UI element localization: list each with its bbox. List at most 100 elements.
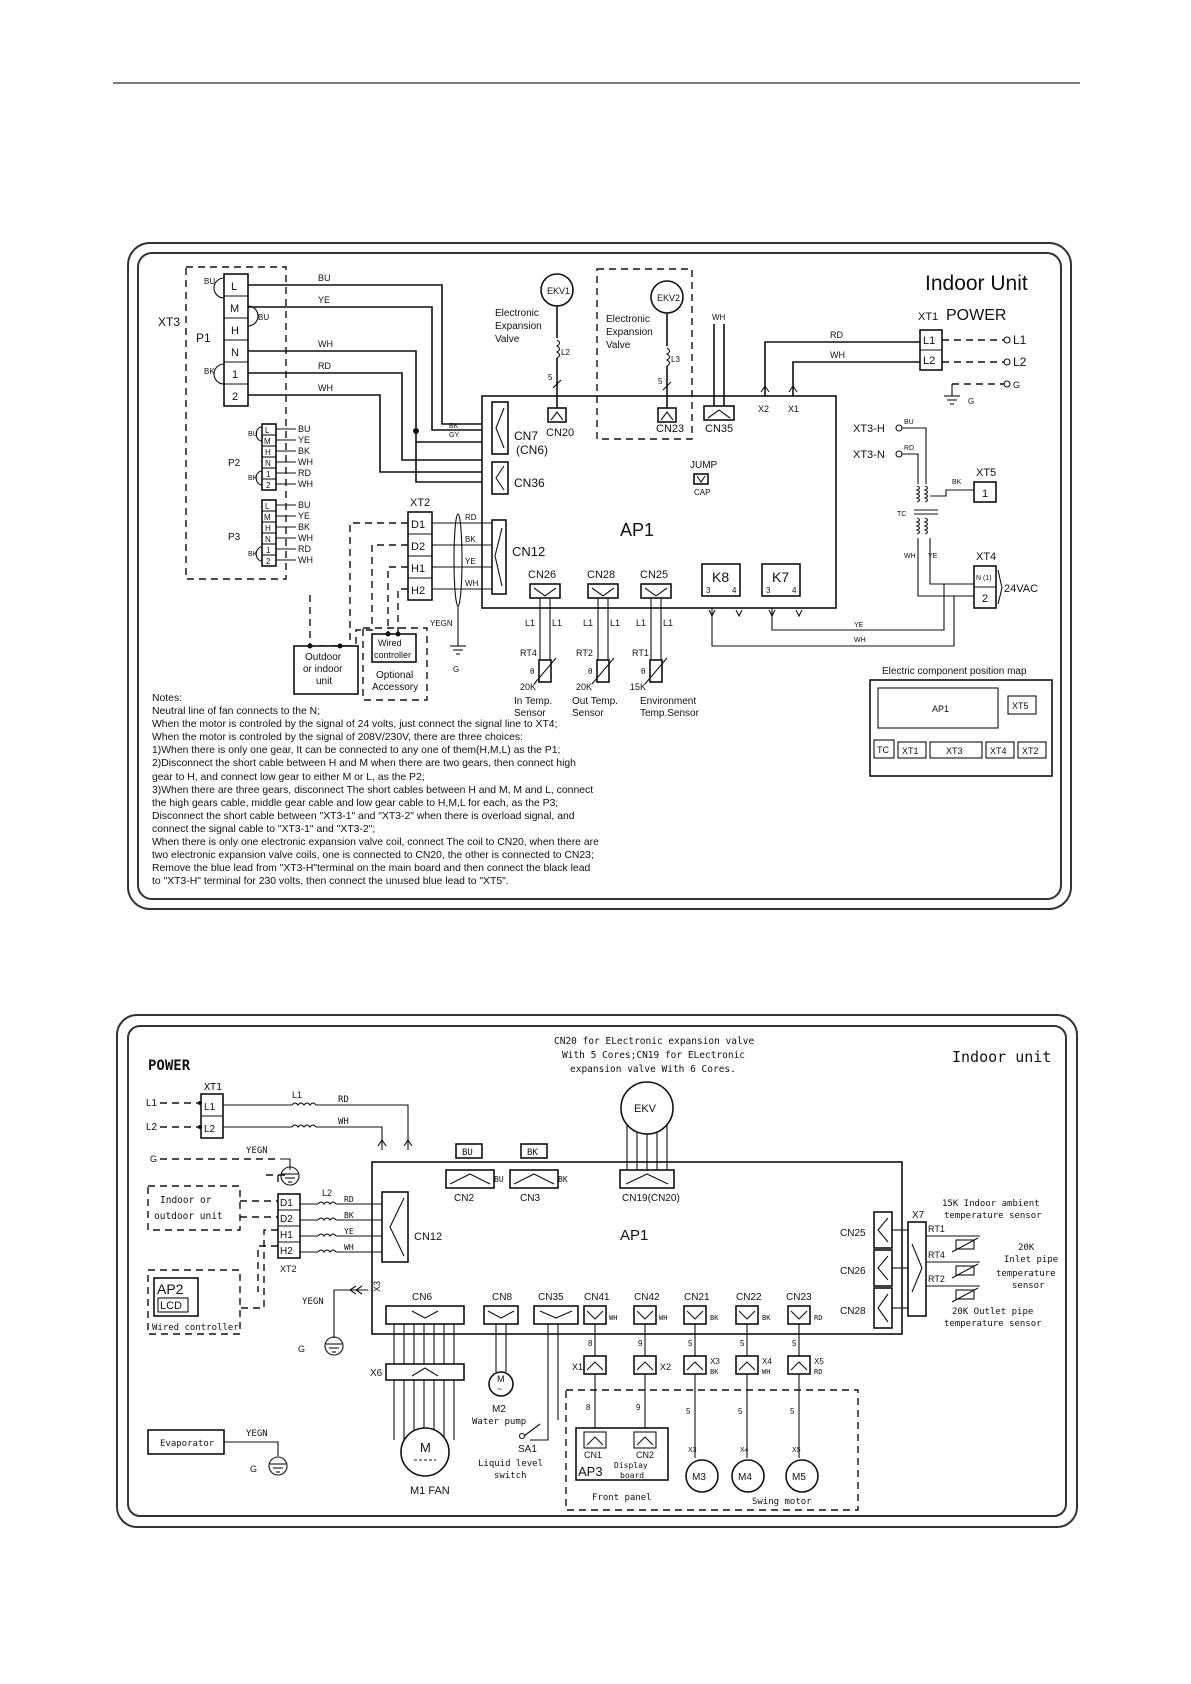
relay-output-wires: YE WH [708, 583, 974, 647]
svg-text:K8: K8 [712, 569, 729, 585]
svg-text:X3: X3 [710, 1357, 720, 1366]
svg-text:X1: X1 [572, 1362, 583, 1372]
xt3-label: XT3 [158, 315, 180, 329]
svg-text:L2: L2 [561, 348, 570, 357]
svg-text:X3: X3 [688, 1447, 697, 1454]
svg-text:CN26: CN26 [528, 569, 556, 581]
cn28-sensor: CN28 L1 L1 RT2 θ 20K Out Temp. Sensor [572, 569, 620, 719]
svg-text:L1: L1 [610, 618, 620, 628]
svg-text:YEGN: YEGN [246, 1429, 268, 1439]
svg-text:CN35: CN35 [538, 1292, 564, 1303]
top-notes: Notes: Neutral line of fan connects to t… [152, 692, 672, 888]
svg-text:L1: L1 [1013, 333, 1027, 347]
svg-text:X7: X7 [912, 1210, 925, 1221]
svg-text:CN28: CN28 [840, 1306, 866, 1317]
svg-text:YE: YE [298, 435, 310, 445]
bottom-diagram: Indoor unit POWER CN20 for ELectronic ex… [116, 1014, 1078, 1528]
svg-text:XT1: XT1 [918, 311, 938, 323]
svg-text:outdoor unit: outdoor unit [154, 1211, 223, 1222]
svg-text:L2: L2 [1013, 355, 1027, 369]
svg-text:8: 8 [588, 1339, 593, 1348]
svg-text:BU: BU [462, 1148, 473, 1158]
top-diagram: Indoor Unit POWER XT3 P1 L M H N 1 2 BU … [127, 242, 1072, 910]
svg-text:XT2: XT2 [410, 497, 430, 509]
svg-text:N: N [231, 347, 239, 359]
svg-text:M2: M2 [492, 1404, 506, 1415]
svg-text:YE: YE [298, 511, 310, 521]
svg-text:Expansion: Expansion [606, 327, 653, 338]
svg-text:Wired: Wired [378, 638, 402, 648]
svg-text:YE: YE [854, 622, 864, 629]
note-line: 1)When there is only one gear, It can be… [152, 745, 561, 757]
svg-text:XT2: XT2 [1022, 746, 1039, 756]
svg-text:YE: YE [344, 1227, 354, 1236]
svg-text:YEGN: YEGN [302, 1297, 324, 1307]
svg-text:XT1: XT1 [902, 746, 919, 756]
svg-text:L3: L3 [671, 355, 680, 364]
svg-text:WH: WH [712, 313, 726, 322]
svg-text:D1: D1 [411, 519, 425, 531]
xt5-terminal: XT5 1 [973, 467, 997, 503]
svg-text:H2: H2 [280, 1246, 293, 1257]
svg-text:N: N [265, 535, 271, 544]
svg-text:5: 5 [548, 373, 553, 382]
svg-text:M: M [264, 513, 271, 522]
svg-text:temperature sensor: temperature sensor [944, 1319, 1042, 1329]
cn35-connector: WH CN35 [703, 313, 735, 435]
svg-text:K7: K7 [772, 569, 789, 585]
bottom-cn8-pump: CN8 M ~ M2 Water pump [472, 1292, 526, 1427]
svg-text:BU: BU [258, 313, 269, 322]
k8-relay: K8 3 4 [701, 563, 741, 597]
svg-text:L2: L2 [146, 1122, 158, 1133]
note-line: Remove the blue lead from "XT3-H"termina… [152, 863, 591, 875]
svg-text:G: G [1013, 380, 1020, 390]
svg-text:9: 9 [636, 1403, 641, 1412]
svg-text:M: M [264, 437, 271, 446]
svg-text:CN36: CN36 [514, 476, 545, 490]
svg-text:CN41: CN41 [584, 1292, 610, 1303]
wired-controller-box: Wired controller Optional Accessory [362, 627, 428, 701]
svg-text:AP2: AP2 [157, 1281, 184, 1297]
p2-label: P2 [228, 458, 241, 469]
svg-text:BK: BK [344, 1211, 354, 1220]
cn7-connector: CN7 (CN6) [491, 401, 548, 457]
svg-text:X4: X4 [762, 1357, 772, 1366]
svg-text:D2: D2 [280, 1214, 293, 1225]
transformer-tc: XT3-H XT3-N BU RD TC BK WH YE [853, 419, 974, 597]
svg-text:H1: H1 [411, 563, 425, 575]
svg-text:L1: L1 [292, 1090, 302, 1100]
svg-text:15K: 15K [630, 682, 646, 692]
outdoor-indoor-unit-box: Outdoor or indoor unit [293, 643, 359, 695]
svg-text:X4: X4 [740, 1447, 749, 1454]
svg-text:8: 8 [586, 1403, 591, 1412]
svg-text:YEGN: YEGN [430, 619, 453, 628]
svg-text:Swing motor: Swing motor [752, 1497, 812, 1507]
note-line: When the motor is controled by the signa… [152, 719, 558, 731]
note-line: 2)Disconnect the short cable between H a… [152, 758, 576, 770]
svg-text:Accessory: Accessory [372, 682, 418, 693]
svg-text:M1 FAN: M1 FAN [410, 1485, 450, 1497]
svg-text:BU: BU [318, 273, 331, 283]
svg-text:CAP: CAP [694, 488, 710, 497]
svg-text:XT4: XT4 [976, 551, 996, 563]
svg-text:RD: RD [318, 361, 331, 371]
svg-text:20K: 20K [1018, 1243, 1035, 1253]
svg-text:WH: WH [830, 350, 845, 360]
svg-text:X1: X1 [788, 404, 799, 414]
svg-text:WH: WH [298, 457, 313, 467]
svg-text:CN26: CN26 [840, 1266, 866, 1277]
svg-text:YE: YE [318, 295, 330, 305]
ekv1-valve: EKV1 L2 5 CN20 Electronic Expansion Valv… [495, 273, 574, 439]
svg-text:BK: BK [710, 1368, 719, 1376]
svg-text:XT3-N: XT3-N [853, 449, 885, 461]
svg-text:BK: BK [449, 423, 459, 430]
svg-text:G: G [453, 665, 459, 674]
svg-text:Front panel: Front panel [592, 1493, 652, 1503]
bottom-cn21: CN21 BK 5 X3 BK 5 [683, 1292, 720, 1458]
svg-text:YE: YE [928, 553, 938, 560]
svg-text:Electronic: Electronic [606, 314, 650, 325]
svg-text:RD: RD [338, 1095, 349, 1105]
svg-text:X3: X3 [372, 1281, 382, 1292]
svg-text:CN42: CN42 [634, 1292, 660, 1303]
svg-text:CN19(CN20): CN19(CN20) [622, 1193, 680, 1204]
